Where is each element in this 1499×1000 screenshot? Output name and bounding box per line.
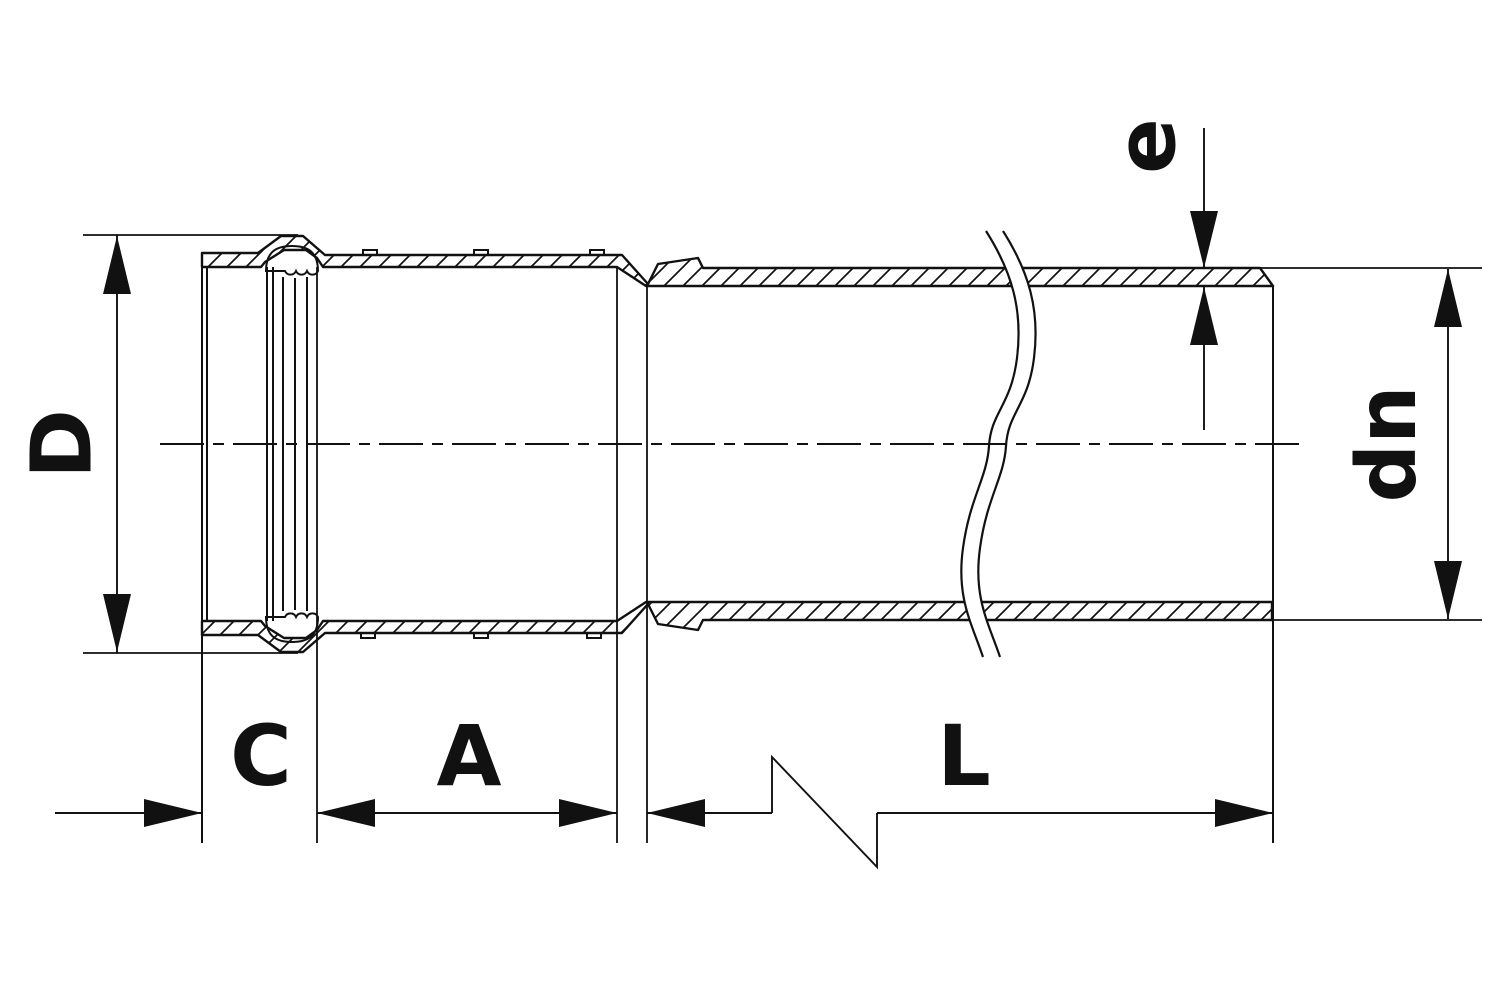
dimension-break-zigzag <box>771 754 878 870</box>
o-ring-seal-top <box>264 244 320 276</box>
extension-lines <box>83 234 1482 843</box>
arrow-right-icon <box>144 799 202 827</box>
dimension-d: D <box>12 235 131 653</box>
arrow-down-icon <box>1434 561 1462 619</box>
arrow-right-icon <box>1215 799 1273 827</box>
dimension-a: A <box>317 707 617 827</box>
label-d: D <box>12 409 110 479</box>
label-l: L <box>937 707 991 805</box>
pipe-wall-top <box>200 234 1275 288</box>
arrow-up-icon <box>1434 269 1462 327</box>
arrow-down-icon <box>103 594 131 652</box>
dimension-c: C <box>55 707 292 827</box>
dimension-e: e <box>1100 118 1218 430</box>
arrow-left-icon <box>317 799 375 827</box>
pipe-cross-section <box>160 230 1308 658</box>
arrow-right-icon <box>559 799 617 827</box>
pipe-wall-bottom <box>200 600 1274 654</box>
label-dn: dn <box>1340 385 1435 502</box>
o-ring-seal-bottom <box>264 612 320 644</box>
label-a: A <box>436 707 501 805</box>
arrow-up-icon <box>1190 287 1218 345</box>
dimension-dn: dn <box>1340 269 1462 619</box>
arrow-left-icon <box>647 799 705 827</box>
socket-mould-notches <box>360 249 605 639</box>
arrow-up-icon <box>103 236 131 294</box>
dimension-l: L <box>647 707 1273 870</box>
arrow-down-icon <box>1190 211 1218 268</box>
label-c: C <box>230 707 292 805</box>
label-e: e <box>1100 118 1195 174</box>
